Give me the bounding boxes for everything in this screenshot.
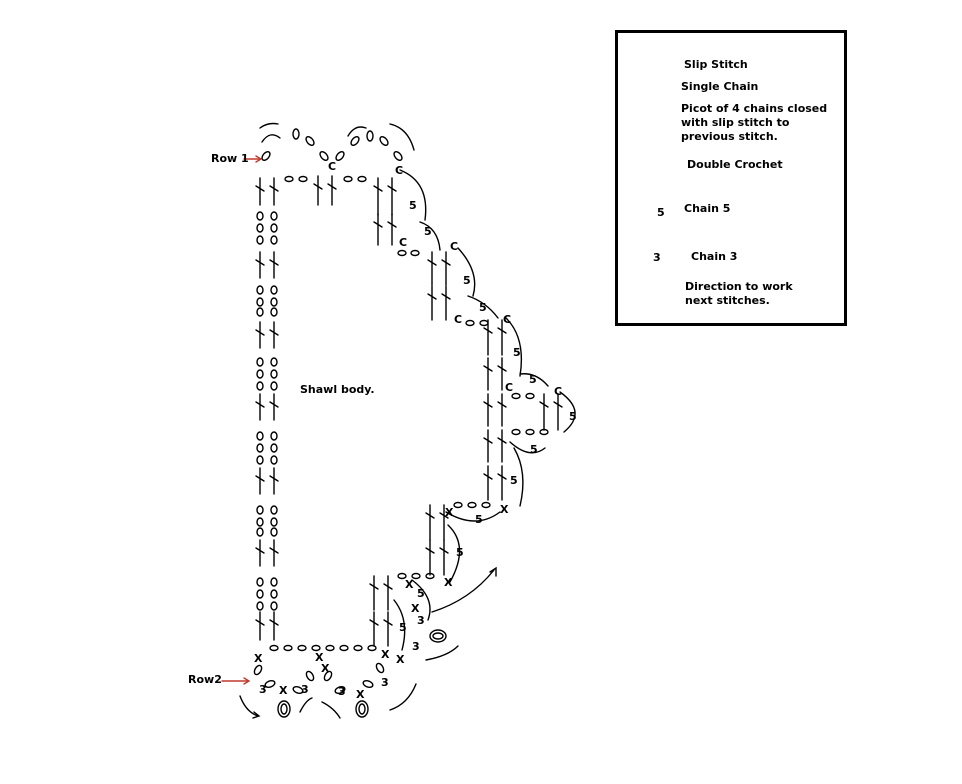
x-mark: X: [356, 688, 365, 701]
x-mark: X: [405, 578, 414, 591]
chain3-label: 3: [338, 685, 346, 698]
x-mark: X: [381, 648, 390, 661]
slip-stitch-mark: C: [395, 164, 404, 177]
slip-stitch-mark: C: [503, 313, 512, 326]
row2-label: Row2: [188, 673, 222, 686]
chain5-label: 5: [530, 443, 538, 456]
bottom-row-stitches: [239, 566, 497, 719]
right-stitch-groups: [369, 249, 563, 647]
x-mark: X: [445, 506, 454, 519]
chain5-label: 5: [399, 621, 407, 634]
row1-label: Row 1: [211, 152, 249, 165]
x-mark: X: [411, 602, 420, 615]
chain5-label: 5: [417, 587, 425, 600]
slip-stitch-mark: C: [399, 236, 408, 249]
legend: Slip Stitch Single Chain Picot of 4 chai…: [615, 30, 847, 326]
chain3-label: 3: [412, 640, 420, 653]
slip-stitch-mark: C: [450, 240, 459, 253]
legend-icons: [221, 59, 666, 685]
left-column-stitches: [255, 177, 279, 641]
chain5-label: 5: [463, 274, 471, 287]
legend-slip-stitch-label: Slip Stitch: [684, 58, 748, 71]
legend-chain3-number: 3: [653, 251, 661, 264]
x-mark: X: [321, 662, 330, 675]
legend-direction-label: Direction to work next stitches.: [685, 280, 793, 307]
legend-picot-label: Picot of 4 chains closed with slip stitc…: [681, 102, 828, 143]
slip-stitch-mark: C: [328, 160, 337, 173]
chain5-label: 5: [510, 474, 518, 487]
x-mark: X: [396, 653, 405, 666]
x-mark: X: [254, 652, 263, 665]
top-row-stitches: [259, 122, 576, 651]
x-mark: X: [500, 503, 509, 516]
shawl-body-label: Shawl body.: [300, 383, 375, 396]
x-mark: X: [315, 651, 324, 664]
x-mark: X: [279, 684, 288, 697]
chain5-label: 5: [475, 513, 483, 526]
chain5-label: 5: [479, 301, 487, 314]
slip-stitch-mark: C: [554, 385, 563, 398]
chain5-label: 5: [456, 546, 464, 559]
chain3-label: 3: [301, 683, 309, 696]
legend-chain3-label: Chain 3: [691, 250, 738, 263]
slip-stitch-mark: C: [454, 313, 463, 326]
chain5-label: 5: [424, 225, 432, 238]
chain5-label: 5: [409, 199, 417, 212]
chain5-label: 5: [513, 346, 521, 359]
chain5-label: 5: [529, 373, 537, 386]
legend-double-crochet-label: Double Crochet: [687, 158, 783, 171]
chain3-label: 3: [259, 683, 267, 696]
legend-chain5-label: Chain 5: [684, 202, 731, 215]
chain3-label: 3: [381, 676, 389, 689]
slip-stitch-mark: C: [505, 381, 514, 394]
x-mark: X: [444, 576, 453, 589]
legend-chain5-number: 5: [657, 206, 665, 219]
chain3-label: 3: [417, 614, 425, 627]
chain5-label: 5: [569, 410, 577, 423]
legend-single-chain-label: Single Chain: [681, 80, 759, 93]
